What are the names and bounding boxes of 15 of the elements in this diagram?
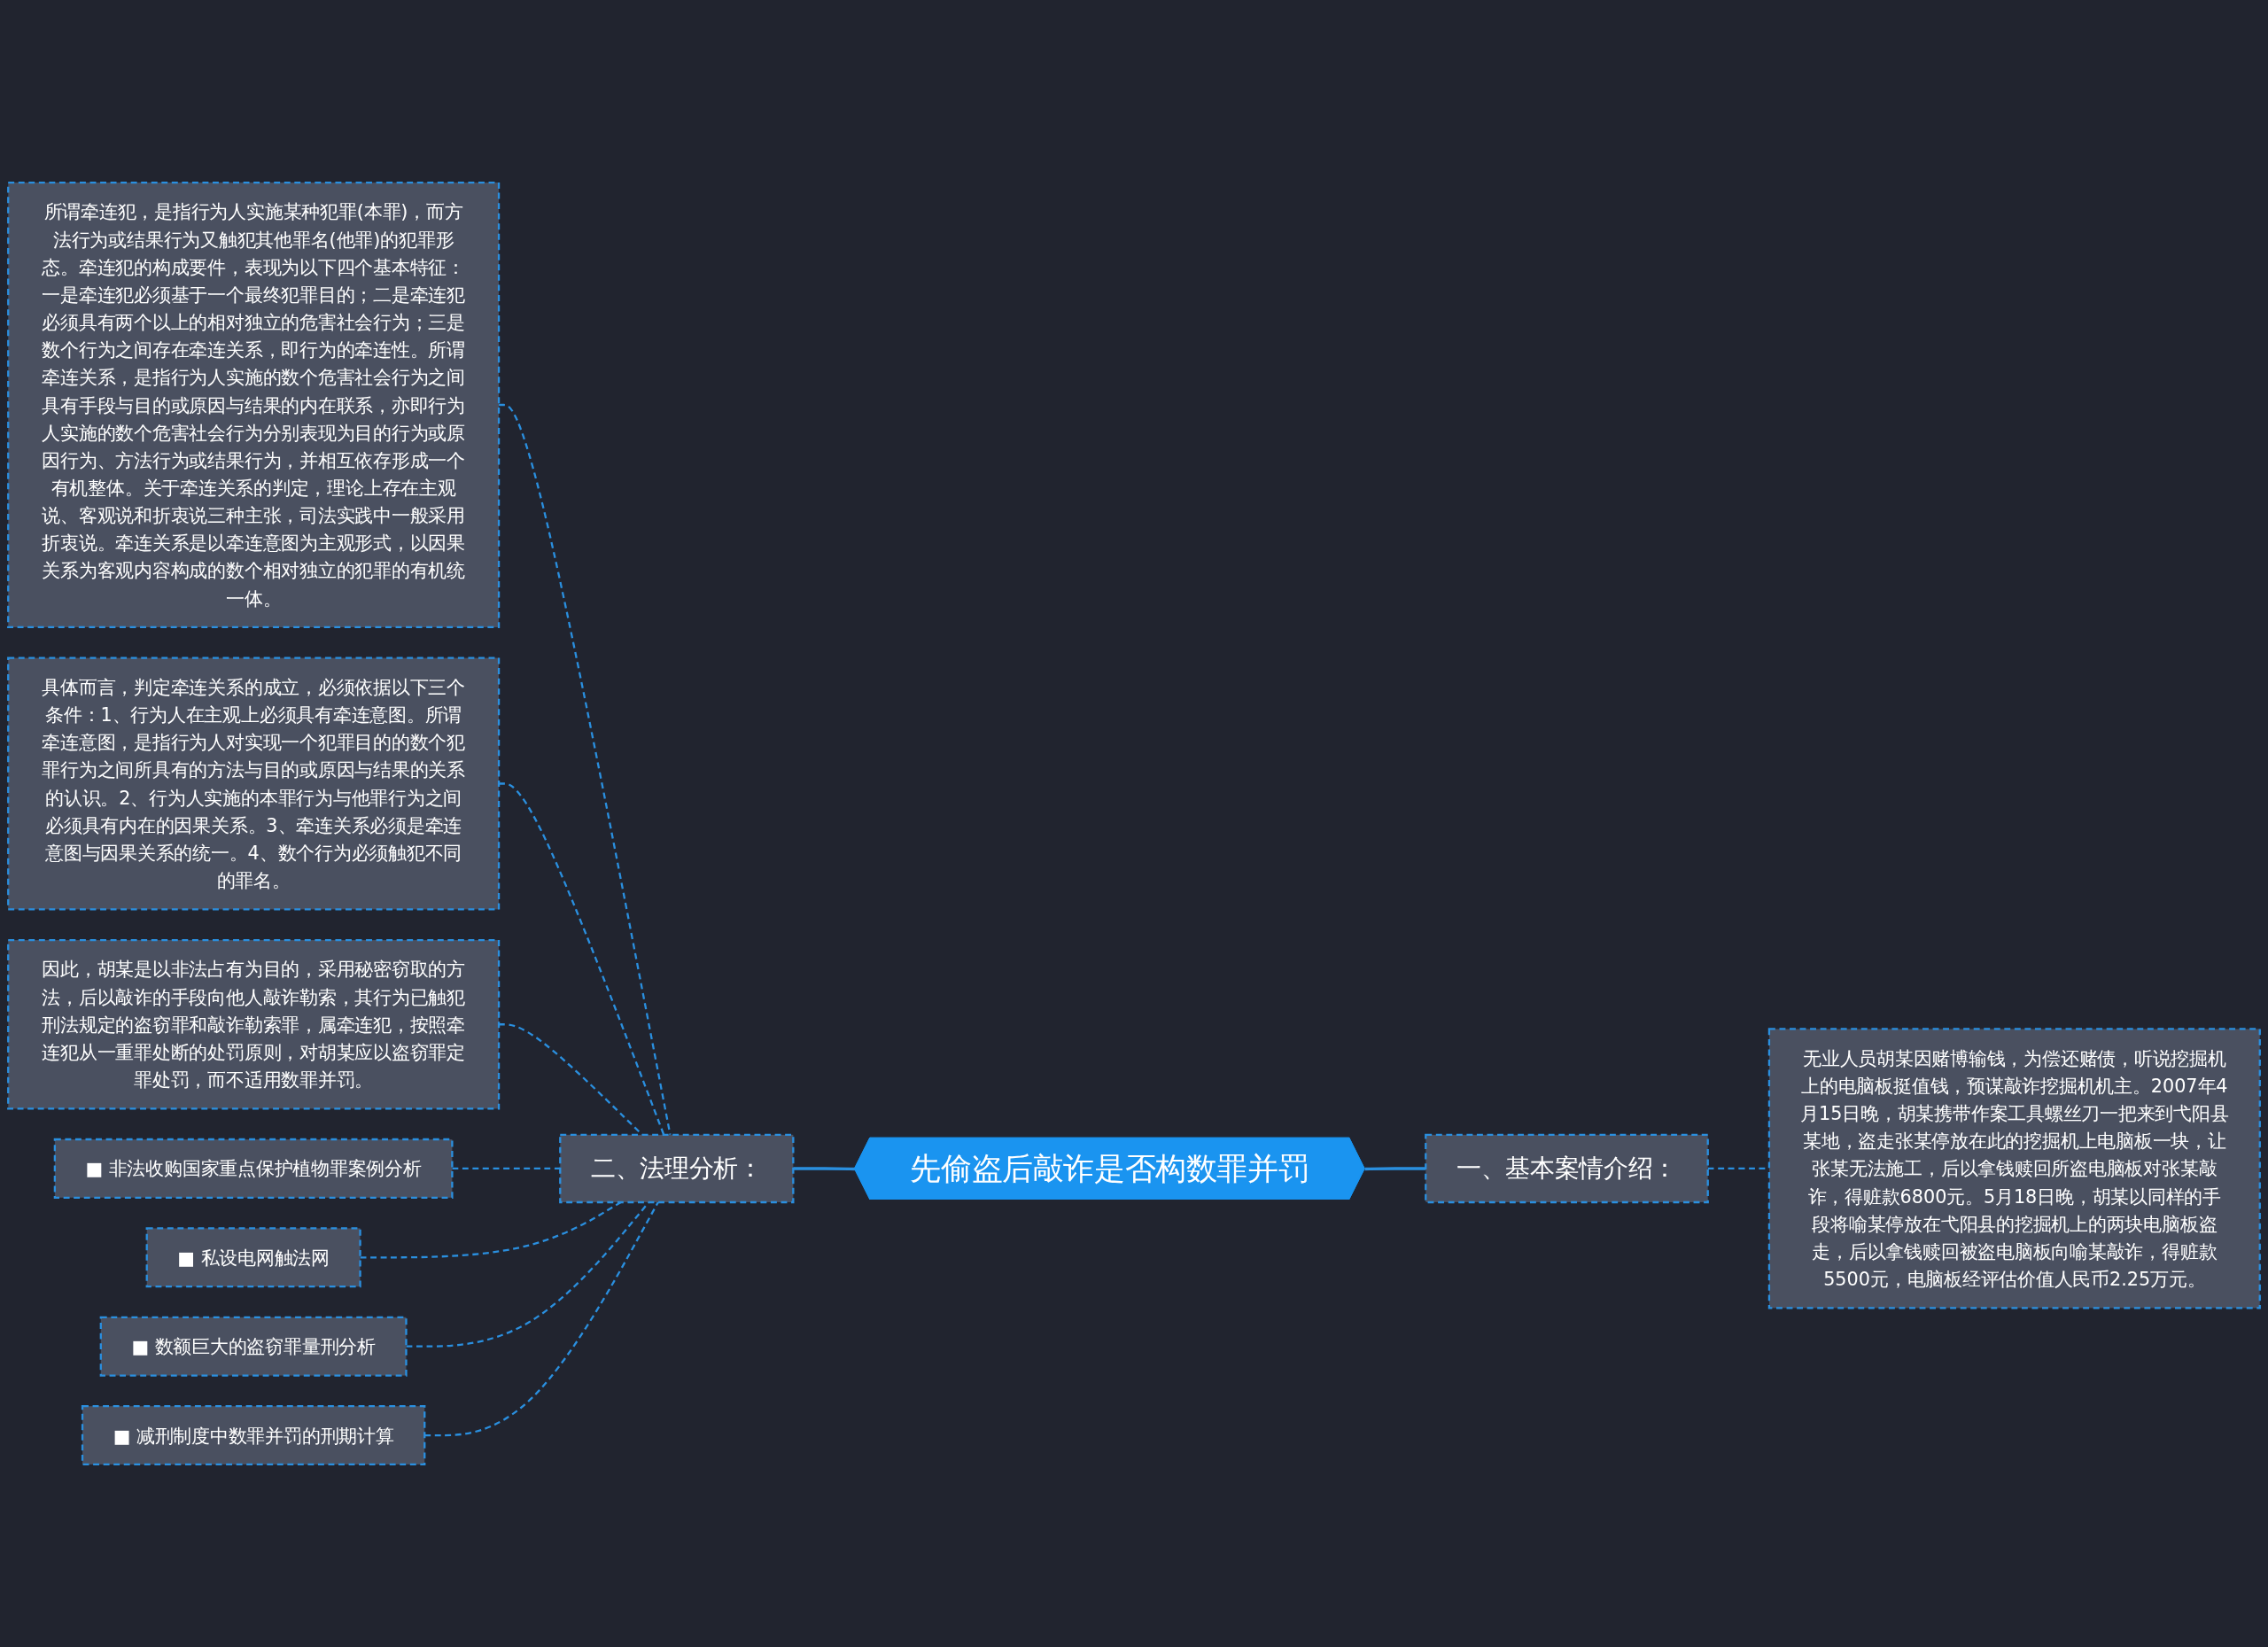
node-box: ■ 减刑制度中数罪并罚的刑期计算 xyxy=(81,1405,426,1466)
connector xyxy=(360,1201,622,1259)
connector xyxy=(793,1167,856,1171)
connector xyxy=(1364,1167,1426,1171)
node-box: 所谓牵连犯，是指行为人实施某种犯罪(本罪)，而方法行为或结果行为又触犯其他罪名(他罪)的犯罪形态。牵连犯的构成要件，表现为以下四个基本特征：一是牵连犯必须基于一个最终犯罪目的；二是牵连犯必须具有两个以上的相对独立的危害社会行为；三是数个行为之间存在牵连关系，即行为的牵连性。所谓牵连关系，是指行为人实施的数个危害社会行为之间具有手段与目的或原因与结果的内在联系，亦即行为人实施的数个危害社会行为分别表现为目的行为或原因行为、方法行为或结果行为，并相互依存形成一个有机整体。关于牵连关系的判定，理论上存在主观说、客观说和折衷说三种主张，司法实践中一般采用折衷说。牵连关系是以牵连意图为主观形式，以因果关系为客观内容构成的数个相对独立的犯罪的有机统一体。 xyxy=(7,181,501,629)
node-box: 具体而言，判定牵连关系的成立，必须依据以下三个条件：1、行为人在主观上必须具有牵连意图。所谓牵连意图，是指行为人对实现一个犯罪目的的数个犯罪行为之间所具有的方法与目的或原因与结果的关系的认识。2、行为人实施的本罪行为与他罪行为之间必须具有内在的因果关系。3、牵连关系必须是牵连意图与因果关系的统一。4、数个行为必须触犯不同的罪名。 xyxy=(7,656,501,911)
connector xyxy=(452,1167,561,1170)
connector xyxy=(424,1201,659,1437)
node-box: 无业人员胡某因赌博输钱，为偿还赌债，听说挖掘机上的电脑板挺值钱，预谋敲诈挖掘机机主。2007年4月15日晚，胡某携带作案工具螺丝刀一把来到弋阳县某地，盗走张某停放在此的挖掘机上电脑板一块，让张某无法施工，后以拿钱赎回所盗电脑板对张某敲诈，得赃款6800元。5月18日晚，胡某以同样的手段将喻某停放在弋阳县的挖掘机上的两块电脑板盗走，后以拿钱赎回被盗电脑板向喻某敲诈，得赃款5500元，电脑板经评估价值人民币2.25万元。 xyxy=(1767,1028,2261,1309)
node-box: ■ 数额巨大的盗窃罪量刑分析 xyxy=(99,1316,408,1377)
node-box: 二、法理分析： xyxy=(559,1133,795,1204)
node-box: ■ 非法收购国家重点保护植物罪案例分析 xyxy=(53,1138,454,1199)
node-box: 因此，胡某是以非法占有为目的，采用秘密窃取的方法，后以敲诈的手段向他人敲诈勒索，其行为已触犯刑法规定的盗窃罪和敲诈勒索罪，属牵连犯，按照牵连犯从一重罪处断的处罚原则，对胡某应以盗窃罪定罪处罚，而不适用数罪并罚。 xyxy=(7,938,501,1110)
node-box: ■ 私设电网触法网 xyxy=(145,1227,361,1288)
node-box: 一、基本案情介绍： xyxy=(1425,1133,1709,1204)
